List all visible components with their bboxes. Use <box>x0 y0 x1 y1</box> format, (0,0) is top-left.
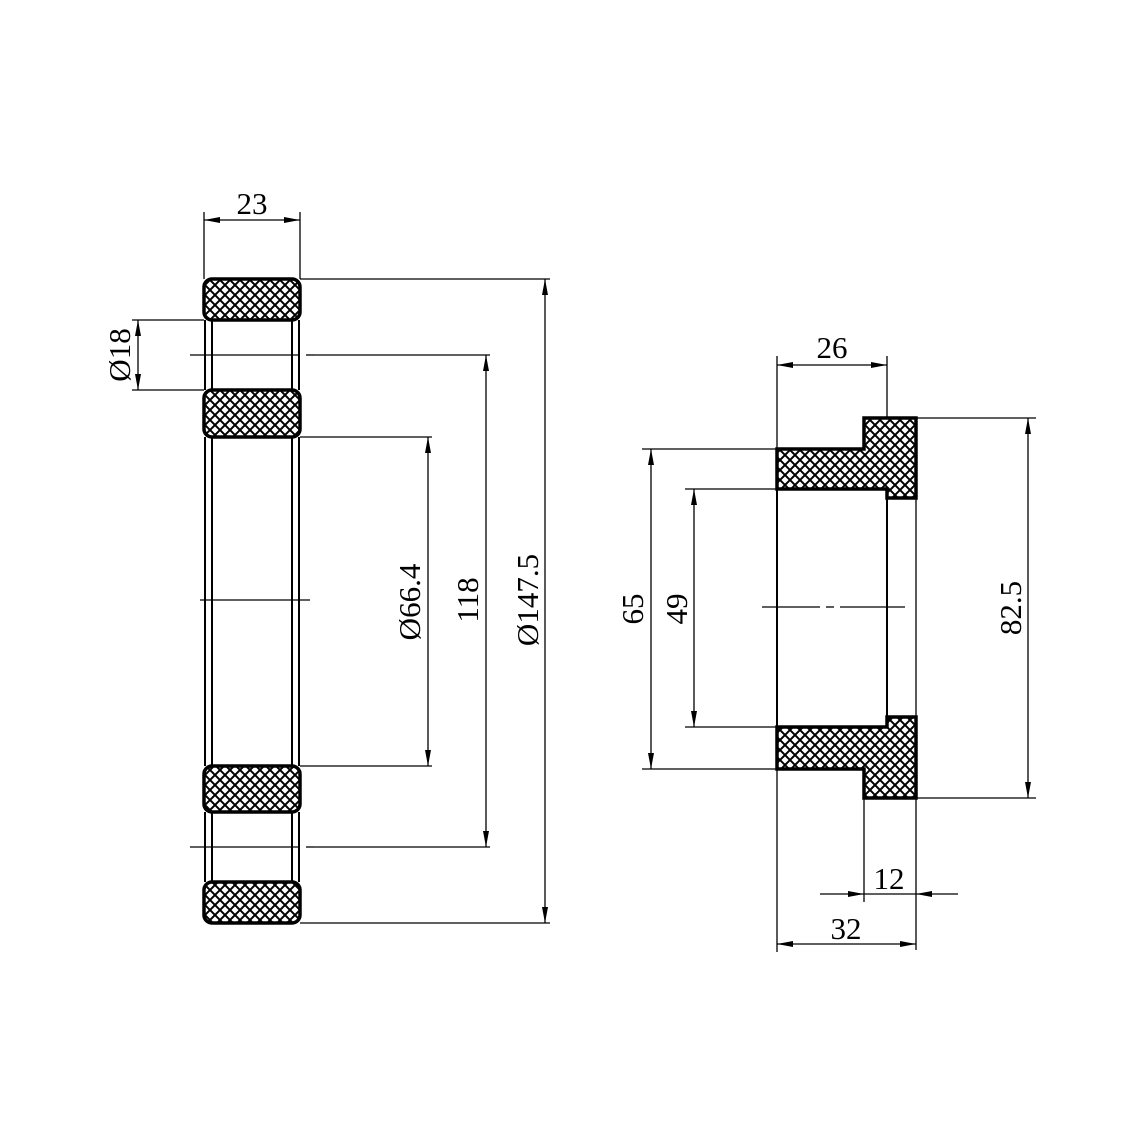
dim-inner-diameter: Ø66.4 <box>392 563 427 640</box>
ring-section-upper <box>202 388 302 439</box>
dim-body-length: 26 <box>817 330 848 365</box>
dim-body-diameter: 65 <box>615 594 650 625</box>
ring-section-bottom <box>202 880 302 925</box>
bushing-section-bottom <box>775 715 918 800</box>
section-view: 26 65 49 82.5 12 32 <box>615 330 1036 952</box>
ring-section-lower <box>202 764 302 814</box>
dim-pitch-circle: 118 <box>450 577 485 622</box>
ring-section-top <box>202 277 302 322</box>
dim-hole-diameter: Ø18 <box>102 328 137 381</box>
front-view: 23 Ø18 Ø66.4 118 Ø147.5 <box>102 186 550 925</box>
dim-bore-diameter: 49 <box>659 594 694 625</box>
dim-total-length: 32 <box>831 911 862 946</box>
dim-width: 23 <box>237 186 268 221</box>
bushing-section-top <box>775 416 918 500</box>
dim-flange-diameter: 82.5 <box>993 581 1028 635</box>
dim-flange-thickness: 12 <box>874 861 905 896</box>
dim-outer-diameter: Ø147.5 <box>510 554 545 646</box>
